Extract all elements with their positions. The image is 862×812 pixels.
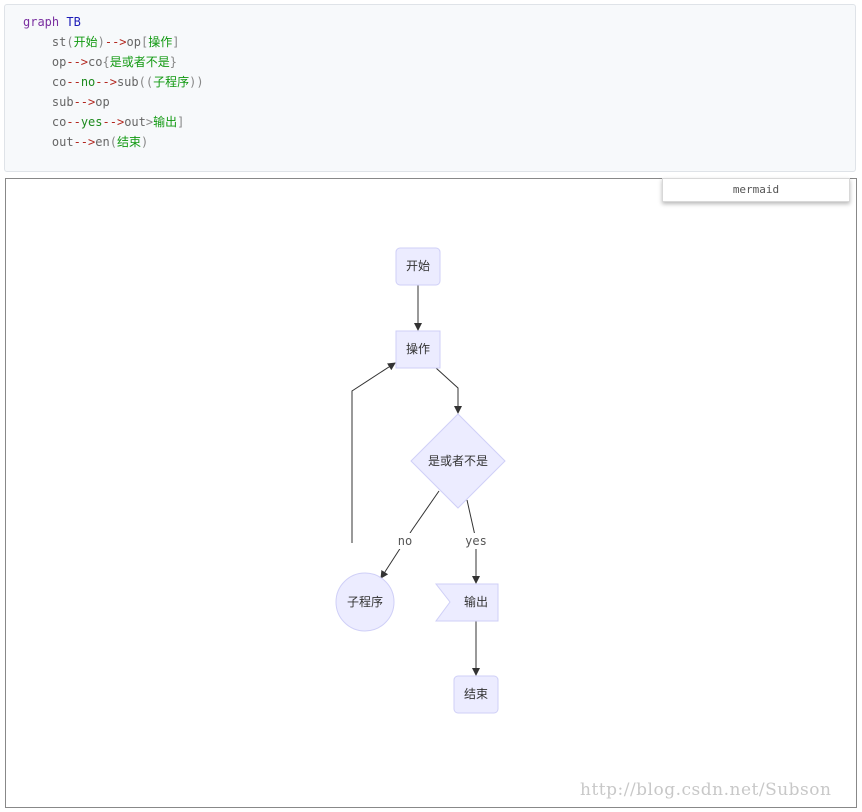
code-token: ) (97, 35, 105, 49)
code-token: no (80, 75, 96, 89)
code-token: --> (102, 115, 125, 129)
code-token: ] (177, 115, 185, 129)
end-node[interactable] (453, 675, 499, 714)
code-token: graph (23, 15, 67, 29)
code-line: graph TB (23, 12, 837, 32)
code-token: ] (172, 35, 180, 49)
code-token: 操作 (148, 35, 173, 49)
subroutine-node[interactable] (335, 572, 395, 632)
edge-subroutine-to-operation (351, 362, 396, 543)
code-token: out (23, 135, 74, 149)
output-node-label: 输出 (464, 594, 488, 609)
code-token: (( (138, 75, 154, 89)
edge-condition-to-subroutine (380, 490, 440, 579)
code-line: st(开始)-->op[操作] (23, 32, 837, 52)
edge-label-yes: yes (465, 534, 487, 548)
code-line: op-->co{是或者不是} (23, 52, 837, 72)
code-token: sub (116, 75, 139, 89)
code-token: co (23, 115, 67, 129)
code-block: graph TB st(开始)-->op[操作] op-->co{是或者不是} … (4, 4, 856, 172)
code-token: [ (140, 35, 149, 49)
code-token: ( (109, 135, 117, 149)
code-token: en (95, 135, 110, 149)
code-line: co--yes-->out>输出] (23, 112, 837, 132)
code-token: 开始 (73, 35, 98, 49)
code-line: co--no-->sub((子程序)) (23, 72, 837, 92)
code-token: { (102, 55, 110, 69)
code-token: -- (66, 115, 81, 129)
code-token: op (23, 55, 67, 69)
code-token: op (126, 35, 141, 49)
code-token: ( (66, 35, 74, 49)
code-token: co (88, 55, 103, 69)
code-token: out (124, 115, 146, 129)
code-token: --> (95, 75, 117, 89)
start-node-label: 开始 (406, 259, 430, 273)
start-node[interactable] (395, 247, 441, 286)
code-token: 子程序 (153, 75, 190, 89)
code-token: 输出 (153, 115, 178, 129)
code-token: 是或者不是 (109, 55, 170, 69)
operation-node-label: 操作 (406, 341, 430, 356)
code-line: sub-->op (23, 92, 837, 112)
code-token: --> (73, 95, 96, 109)
edge-label-no: no (398, 534, 412, 548)
condition-node[interactable] (410, 413, 506, 509)
code-token: 结束 (116, 135, 141, 149)
code-token: ) (140, 135, 149, 149)
operation-node[interactable] (395, 330, 441, 369)
code-token: > (145, 115, 154, 129)
code-token: -- (66, 75, 81, 89)
code-token: --> (73, 135, 96, 149)
code-token: co (23, 75, 67, 89)
code-token: yes (80, 115, 103, 129)
subroutine-node-label: 子程序 (347, 594, 383, 609)
code-token: sub (23, 95, 74, 109)
language-tab[interactable]: mermaid (662, 178, 850, 202)
code-token: } (169, 55, 177, 69)
code-token: --> (104, 35, 127, 49)
end-node-label: 结束 (464, 687, 488, 701)
code-line: out-->en(结束) (23, 132, 837, 152)
condition-node-label: 是或者不是 (428, 454, 488, 468)
edge-label-no-bg (394, 533, 416, 549)
code-token: op (95, 95, 110, 109)
output-node[interactable] (434, 583, 499, 622)
edge-operation-to-condition (435, 367, 462, 414)
code-token: )) (189, 75, 204, 89)
code-token: --> (66, 55, 89, 69)
watermark: http://blog.csdn.net/Subson (580, 780, 832, 800)
edge-label-yes-bg (463, 533, 490, 549)
code-token: st (23, 35, 67, 49)
code-token: TB (66, 15, 81, 29)
